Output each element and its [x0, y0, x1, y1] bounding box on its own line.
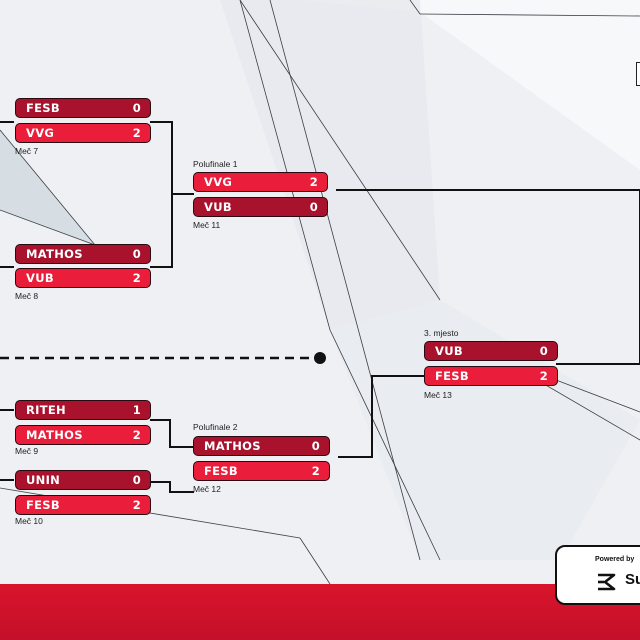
team-score: 2: [132, 271, 141, 285]
team-score: 0: [309, 200, 318, 214]
match-10-team-bottom[interactable]: FESB 2: [15, 495, 151, 515]
match-8-label: Meč 8: [15, 291, 39, 301]
team-name: VUB: [204, 200, 232, 214]
match-7-team-top[interactable]: FESB 0: [15, 98, 151, 118]
team-name: FESB: [26, 498, 60, 512]
team-name: UNIN: [26, 473, 61, 487]
match-13-team-bottom[interactable]: FESB 2: [424, 366, 558, 386]
sponsor-brand: Su: [625, 571, 640, 588]
team-score: 2: [311, 464, 320, 478]
third-place-title: 3. mjesto: [424, 328, 459, 338]
match-9-team-top[interactable]: RITEH 1: [15, 400, 151, 420]
team-name: FESB: [435, 369, 469, 383]
match-13-team-top[interactable]: VUB 0: [424, 341, 558, 361]
team-name: VUB: [26, 271, 54, 285]
team-name: VVG: [204, 175, 233, 189]
panel-edge: [636, 62, 640, 86]
match-7-team-bottom[interactable]: VVG 2: [15, 123, 151, 143]
team-name: MATHOS: [26, 428, 83, 442]
match-12-label: Meč 12: [193, 484, 221, 494]
team-name: MATHOS: [26, 247, 83, 261]
footer-bar: [0, 584, 640, 640]
match-9-team-bottom[interactable]: MATHOS 2: [15, 425, 151, 445]
team-score: 0: [132, 101, 141, 115]
semifinal-2-title: Polufinale 2: [193, 422, 238, 432]
team-score: 2: [539, 369, 548, 383]
team-name: FESB: [204, 464, 238, 478]
team-score: 1: [132, 403, 141, 417]
team-score: 0: [132, 247, 141, 261]
powered-by-text: Powered by: [595, 556, 635, 563]
match-8-team-top[interactable]: MATHOS 0: [15, 244, 151, 264]
separator-dot-icon: [314, 352, 326, 364]
sponsor-card[interactable]: Powered by Su: [555, 545, 640, 605]
team-score: 2: [132, 498, 141, 512]
match-12-team-bottom[interactable]: FESB 2: [193, 461, 330, 481]
team-score: 2: [309, 175, 318, 189]
team-score: 2: [132, 126, 141, 140]
match-11-team-top[interactable]: VVG 2: [193, 172, 328, 192]
team-name: MATHOS: [204, 439, 261, 453]
match-13-label: Meč 13: [424, 390, 452, 400]
team-name: VUB: [435, 344, 463, 358]
match-11-team-bottom[interactable]: VUB 0: [193, 197, 328, 217]
match-9-label: Meč 9: [15, 446, 39, 456]
team-name: FESB: [26, 101, 60, 115]
team-score: 0: [132, 473, 141, 487]
match-11-label: Meč 11: [193, 220, 221, 230]
match-10-team-top[interactable]: UNIN 0: [15, 470, 151, 490]
team-score: 0: [311, 439, 320, 453]
team-name: RITEH: [26, 403, 66, 417]
sponsor-logo-icon: [595, 571, 617, 597]
semifinal-1-title: Polufinale 1: [193, 159, 238, 169]
team-score: 0: [539, 344, 548, 358]
match-12-team-top[interactable]: MATHOS 0: [193, 436, 330, 456]
match-10-label: Meč 10: [15, 516, 43, 526]
match-7-label: Meč 7: [15, 146, 39, 156]
team-score: 2: [132, 428, 141, 442]
team-name: VVG: [26, 126, 55, 140]
match-8-team-bottom[interactable]: VUB 2: [15, 268, 151, 288]
